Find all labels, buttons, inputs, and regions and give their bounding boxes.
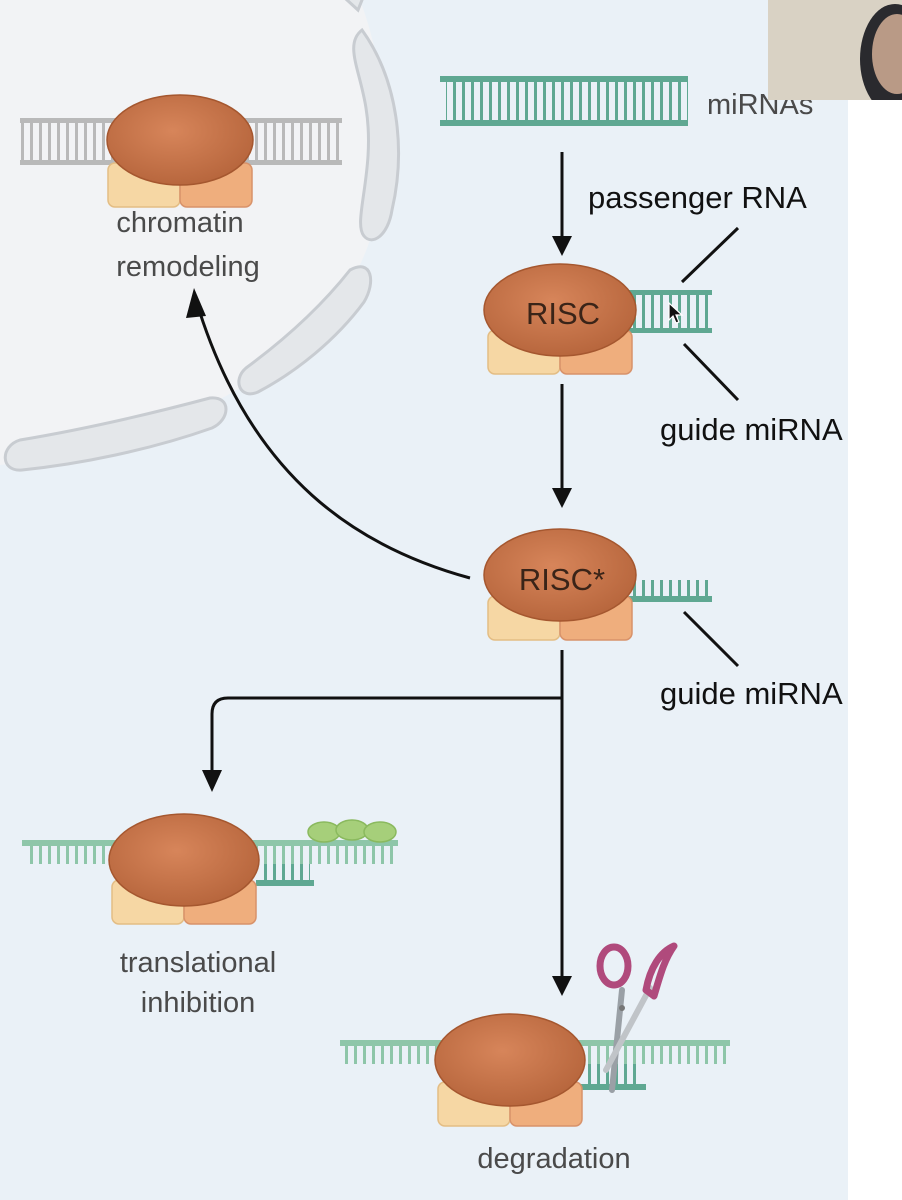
passenger-rna-pointer (680, 226, 740, 284)
webcam-overlay (768, 0, 902, 100)
risc-complex (483, 263, 637, 375)
risc-star-guide-strand (628, 580, 712, 602)
passenger-rna-label: passenger RNA (588, 180, 807, 215)
arrow-to-chromatin-remodeling (194, 299, 471, 580)
risc-duplex (626, 290, 712, 333)
scissors-icon (596, 942, 678, 1093)
chromatin-label-line1: chromatin (116, 207, 243, 239)
chromatin-label-line2: remodeling (116, 251, 259, 283)
translational-label-line2: inhibition (141, 987, 255, 1019)
arrow-to-translational-inhibition (210, 696, 562, 780)
mouse-cursor-icon (668, 302, 684, 324)
translational-label-line1: translational (120, 947, 276, 979)
ribosome-bumps (307, 819, 397, 843)
degradation-complex (434, 1013, 586, 1127)
right-margin (848, 0, 902, 1200)
guide-mirna-pointer-1 (682, 342, 740, 402)
guide-mirna-label-2: guide miRNA (660, 676, 843, 711)
guide-mirna-label-1: guide miRNA (660, 412, 843, 447)
risc-label: RISC (526, 296, 600, 331)
mirna-duplex (440, 76, 688, 126)
chromatin-complex (106, 94, 254, 208)
degradation-label: degradation (477, 1143, 630, 1175)
guide-mirna-pointer-2 (682, 610, 740, 668)
risc-star-complex (483, 528, 637, 641)
nuclear-membrane (3, 0, 400, 472)
risc-star-label: RISC* (519, 562, 605, 597)
translational-complex (108, 813, 260, 925)
